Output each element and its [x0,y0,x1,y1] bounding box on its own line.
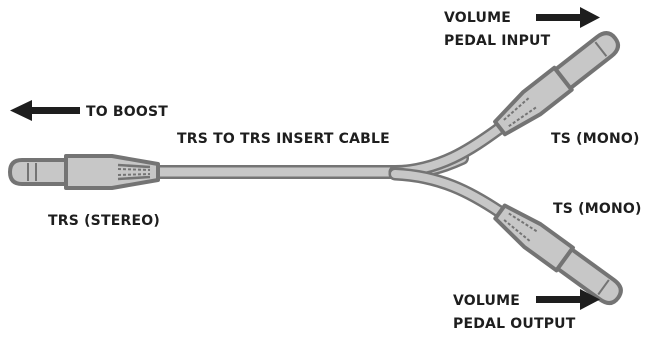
label-to-boost: TO BOOST [86,104,168,120]
label-ts-mono-bottom: TS (MONO) [553,201,642,217]
label-cable-title: TRS TO TRS INSERT CABLE [177,131,390,147]
ts-plug-bottom [493,203,623,306]
label-trs-stereo: TRS (STEREO) [48,213,160,229]
cable [143,121,507,219]
label-pedal-input: PEDAL INPUT [444,33,551,49]
label-volume-top: VOLUME [444,10,511,26]
trs-plug [7,154,160,190]
label-ts-mono-top: TS (MONO) [551,131,640,147]
label-pedal-output: PEDAL OUTPUT [453,316,576,332]
arrow-left-icon [10,100,80,121]
arrow-right-icon [536,289,600,310]
ts-plug-top [493,31,620,137]
arrow-right-icon [536,7,600,28]
label-volume-bottom: VOLUME [453,293,520,309]
